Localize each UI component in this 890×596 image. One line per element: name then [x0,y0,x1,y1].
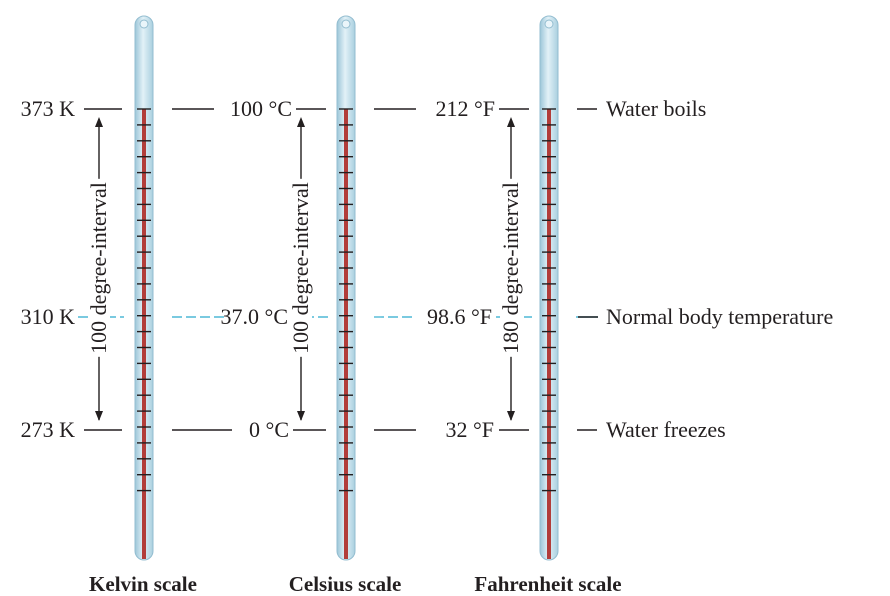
celsius-mercury-column [344,109,348,559]
water-boils-annotation: Water boils [606,96,707,121]
kelvin-scale-caption: Kelvin scale [89,572,197,596]
body-temperature-annotation: Normal body temperature [606,304,834,329]
kelvin-freeze-label: 273 K [20,417,75,442]
celsius-interval-arrow-up [297,117,305,127]
kelvin-interval-arrow-up [95,117,103,127]
fahrenheit-interval-arrow-up [507,117,515,127]
fahrenheit-interval-arrow-down [507,411,515,421]
celsius-body-label: 37.0 °C [220,304,288,329]
kelvin-boil-label: 373 K [20,96,75,121]
kelvin-tube-cap [139,19,149,29]
fahrenheit-boil-label: 212 °F [435,96,495,121]
fahrenheit-interval-label: 180 degree-interval [498,179,523,357]
kelvin-mercury-column [142,109,146,559]
fahrenheit-mercury-column [547,109,551,559]
fahrenheit-scale-caption: Fahrenheit scale [474,572,622,596]
kelvin-interval-label: 100 degree-interval [86,179,111,357]
fahrenheit-body-label: 98.6 °F [426,304,492,329]
fahrenheit-freeze-label: 32 °F [445,417,494,442]
celsius-interval-arrow-down [297,411,305,421]
celsius-freeze-label: 0 °C [249,417,289,442]
celsius-interval-label: 100 degree-interval [288,179,313,357]
kelvin-interval-arrow-down [95,411,103,421]
kelvin-body-label: 310 K [20,304,75,329]
celsius-boil-label: 100 °C [230,96,292,121]
water-freezes-annotation: Water freezes [606,417,726,442]
celsius-scale-caption: Celsius scale [288,572,402,596]
fahrenheit-tube-cap [544,19,554,29]
celsius-tube-cap [341,19,351,29]
